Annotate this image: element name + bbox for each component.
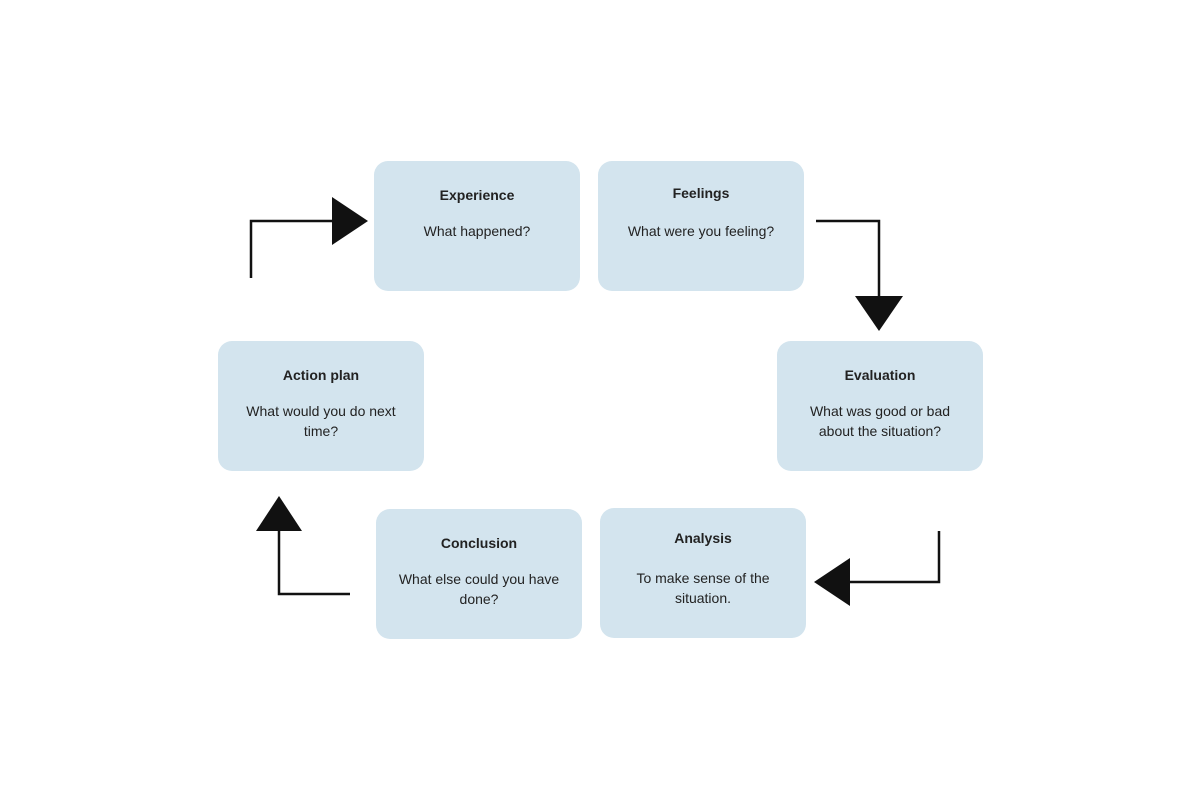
node-experience-description: What happened? [423,223,531,239]
node-feelings: Feelings What were you feeling? [598,161,804,291]
node-conclusion-description: What else could you have done? [398,571,560,607]
node-action-plan-title: Action plan [282,367,360,383]
node-experience: Experience What happened? [374,161,580,291]
arrow-evaluation-to-analysis [814,531,941,606]
arrow-feelings-to-evaluation [816,219,903,331]
node-conclusion-title: Conclusion [440,535,518,551]
node-feelings-description: What were you feeling? [627,223,775,239]
node-action-plan-description: What would you do next time? [246,403,396,439]
node-analysis-title: Analysis [674,530,732,546]
node-evaluation-title: Evaluation [844,367,916,383]
node-feelings-title: Feelings [672,185,730,201]
arrow-action-plan-to-experience [249,197,368,278]
node-experience-title: Experience [439,187,515,203]
node-analysis: Analysis To make sense of the situation. [600,508,806,638]
arrow-conclusion-to-action-plan [256,496,350,596]
node-conclusion: Conclusion What else could you have done… [376,509,582,639]
node-evaluation: Evaluation What was good or bad about th… [777,341,983,471]
node-analysis-description: To make sense of the situation. [636,570,770,606]
node-action-plan: Action plan What would you do next time? [218,341,424,471]
node-evaluation-description: What was good or bad about the situation… [809,403,951,439]
